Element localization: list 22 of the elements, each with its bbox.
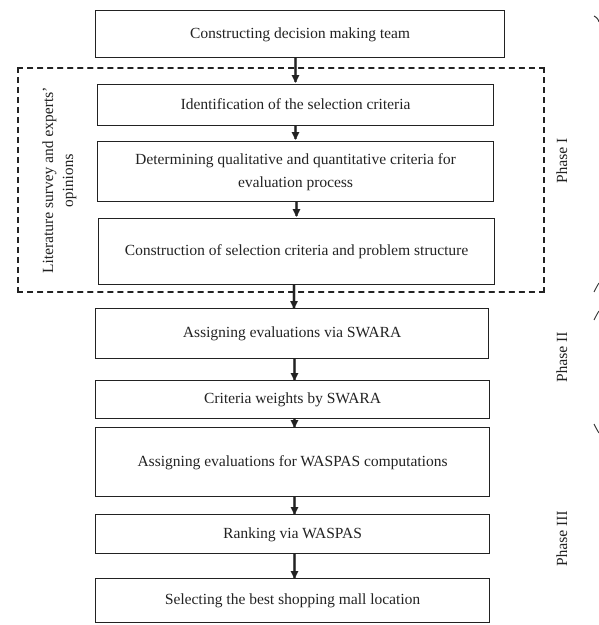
- arrow: [290, 554, 298, 579]
- arrow: [292, 124, 300, 140]
- arrow: [290, 283, 298, 309]
- process-box: Construction of selection criteria and problem structure: [98, 218, 495, 285]
- process-box: Ranking via WASPAS: [95, 514, 490, 554]
- process-box: Assigning evaluations for WASPAS computations: [95, 427, 490, 497]
- phase-label: Phase I: [552, 137, 572, 183]
- arrow: [292, 200, 300, 217]
- phase-label: Phase II: [552, 332, 572, 382]
- phase-label: Phase III: [552, 510, 572, 566]
- arrow: [290, 359, 298, 381]
- process-box: Assigning evaluations via SWARA: [95, 308, 489, 359]
- dashed-group-box: [17, 67, 545, 293]
- process-box: Selecting the best shopping mall location: [95, 578, 490, 623]
- arrow: [292, 58, 300, 83]
- arrow: [290, 497, 298, 515]
- process-box: Criteria weights by SWARA: [95, 380, 490, 419]
- group-label: Literature survey and experts’ opinions: [38, 86, 78, 276]
- process-box: Determining qualitative and quantitative criteria for evaluation process: [97, 141, 494, 202]
- arrow: [290, 419, 298, 428]
- process-box: Constructing decision making team: [95, 10, 505, 58]
- process-box: Identification of the selection criteria: [97, 84, 494, 126]
